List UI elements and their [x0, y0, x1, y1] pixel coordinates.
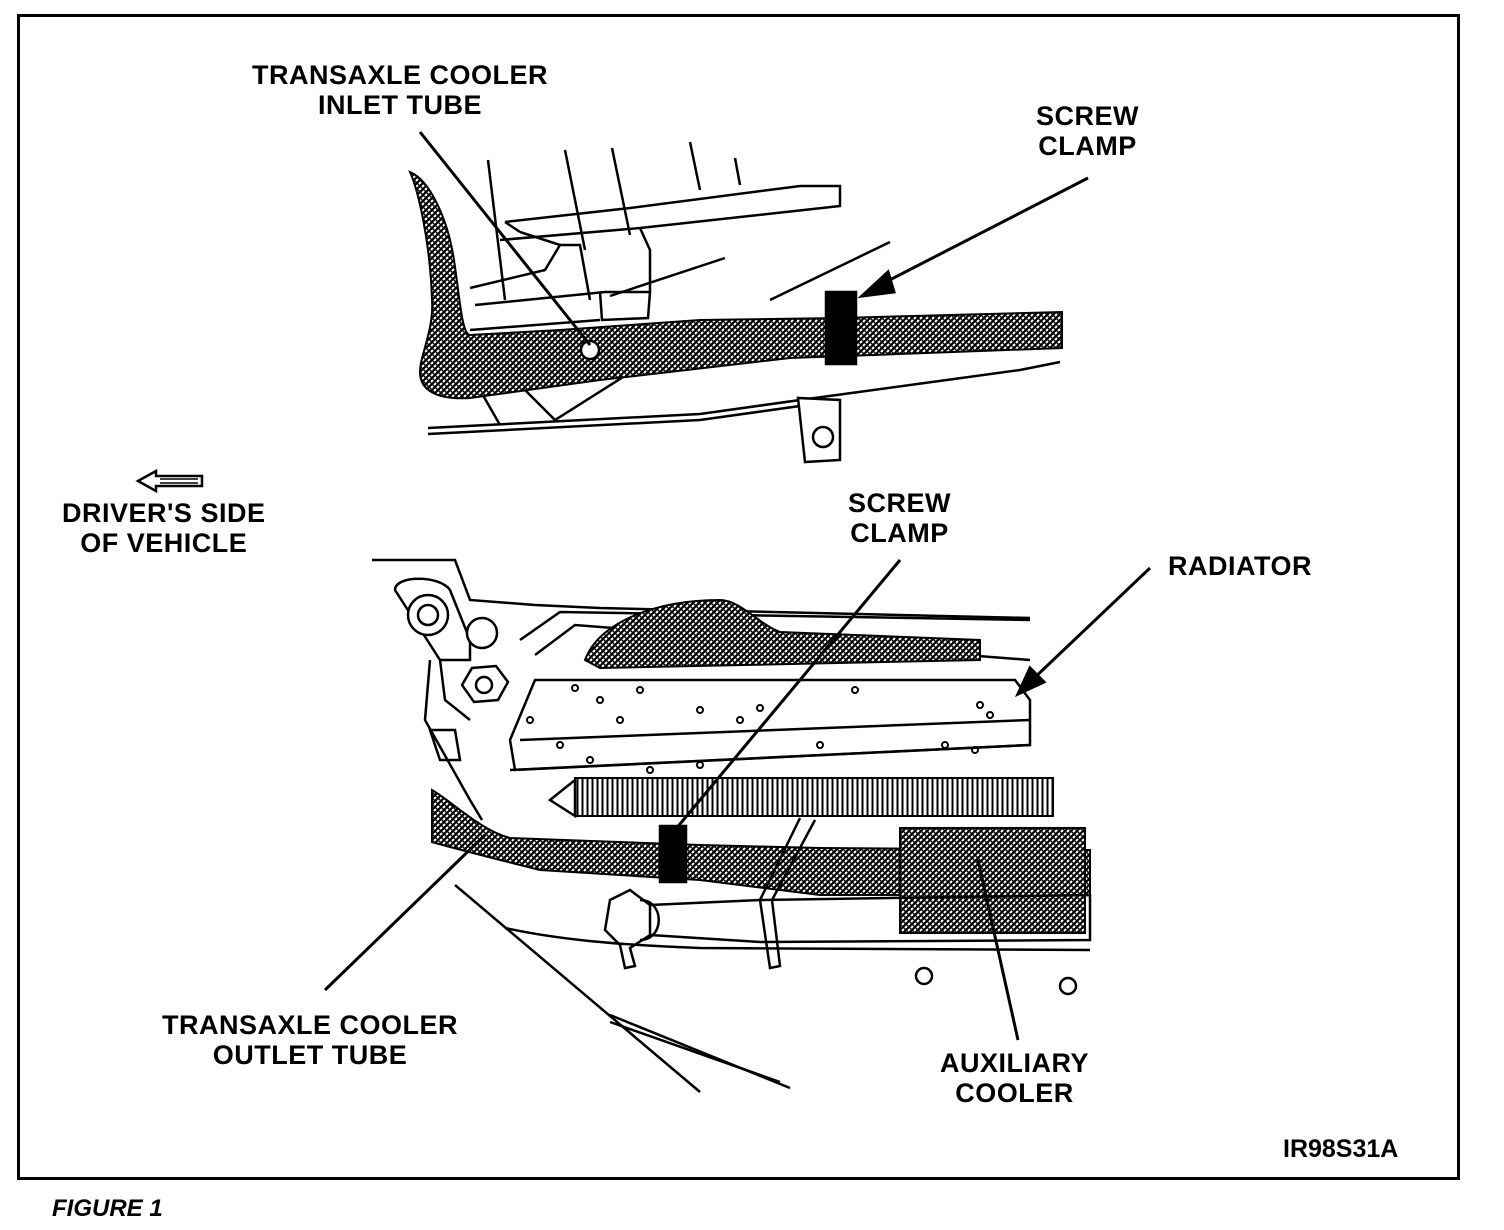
- inlet-tube-leader: [418, 131, 592, 346]
- screw-clamp-top-arrow: [879, 176, 1089, 287]
- bottom-view: [372, 558, 1092, 1093]
- figure-id: IR98S31A: [1283, 1135, 1399, 1163]
- screw-clamp-bottom-label: SCREW CLAMP: [848, 488, 951, 549]
- drivers-side-label: DRIVER'S SIDE OF VEHICLE: [62, 498, 266, 559]
- outlet-tube-leader: [323, 833, 487, 992]
- top-view: [408, 141, 1063, 464]
- left-arrow-icon: [135, 468, 204, 494]
- auxiliary-cooler-leader: [976, 859, 1020, 1041]
- outlet-tube-label: TRANSAXLE COOLER OUTLET TUBE: [162, 1010, 459, 1071]
- auxiliary-cooler-label: AUXILIARY COOLER: [940, 1048, 1090, 1109]
- screw-clamp-top-label: SCREW CLAMP: [1036, 101, 1139, 162]
- screw-clamp-bottom-leader: [673, 559, 902, 831]
- radiator-speckles: [526, 684, 994, 774]
- figure-caption: FIGURE 1: [52, 1195, 163, 1222]
- inlet-tube-label: TRANSAXLE COOLER INLET TUBE: [252, 60, 549, 121]
- radiator-arrow: [1028, 566, 1152, 684]
- radiator-label: RADIATOR: [1168, 551, 1312, 581]
- figure-frame: [17, 14, 1460, 1180]
